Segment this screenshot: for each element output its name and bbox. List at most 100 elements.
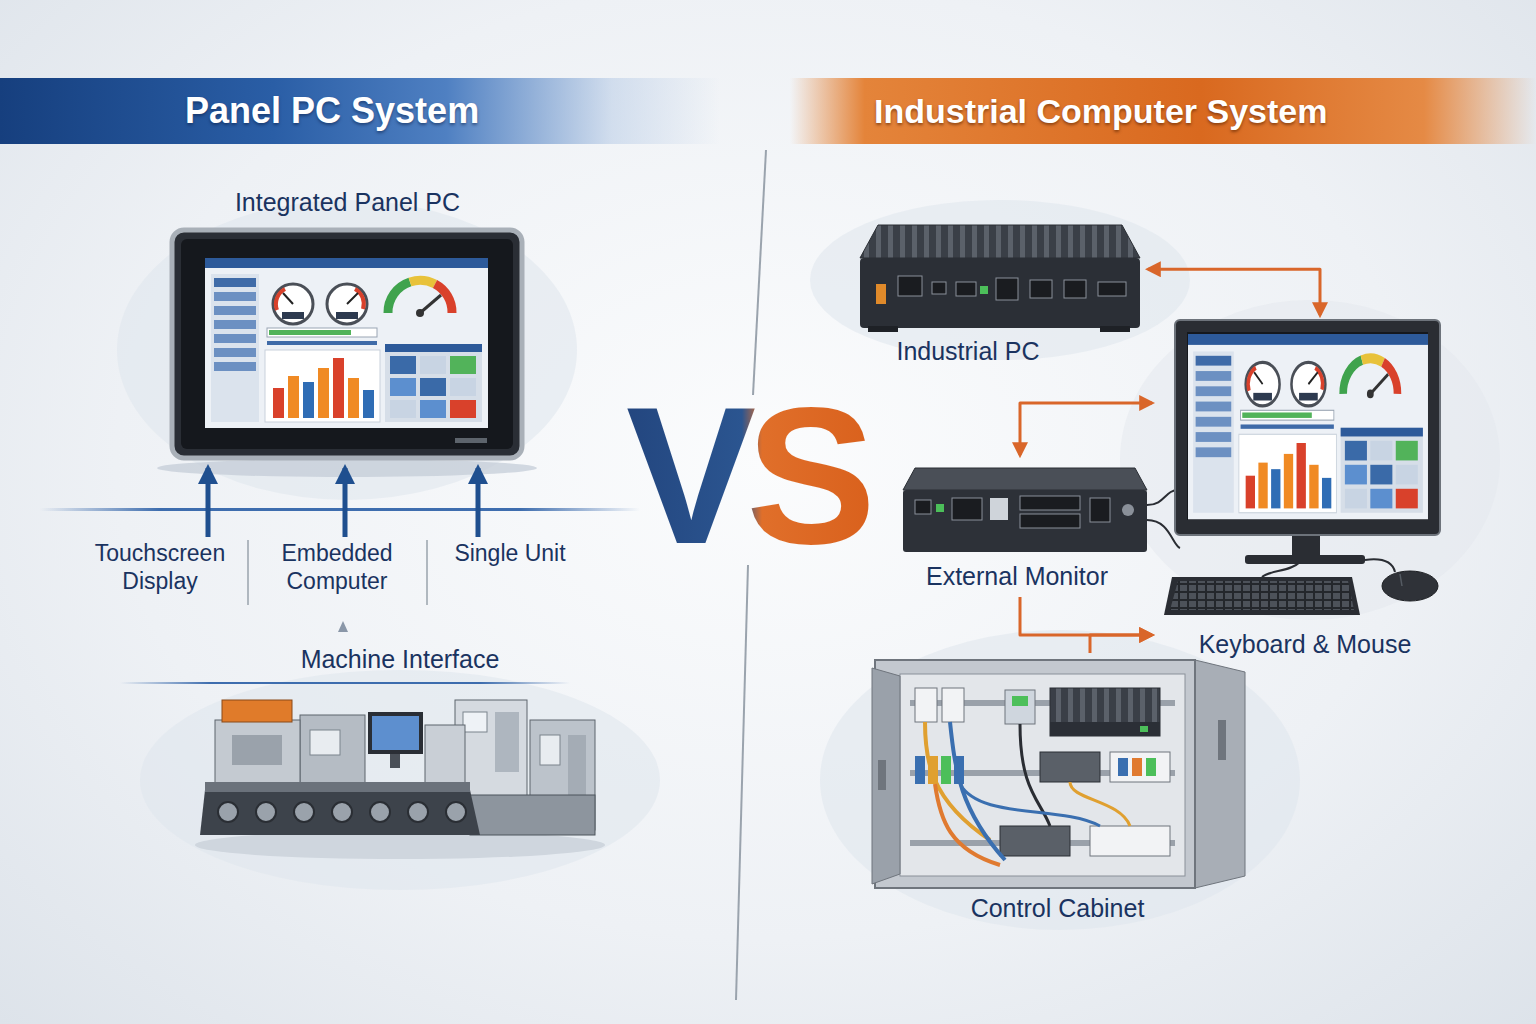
machine-illustration bbox=[470, 795, 595, 835]
machine-illustration bbox=[540, 735, 560, 765]
industrial-pc-illustration bbox=[980, 286, 988, 294]
background-wash bbox=[140, 670, 660, 890]
control-cabinet-illustration bbox=[1195, 660, 1245, 888]
divider-line bbox=[736, 150, 766, 1000]
feature-box: Embedded Computer bbox=[261, 538, 413, 604]
industrial-pc-illustration bbox=[1030, 280, 1052, 298]
control-cabinet-illustration bbox=[1110, 752, 1170, 782]
control-cabinet-illustration bbox=[1005, 690, 1035, 724]
feature-label: Single Unit bbox=[454, 540, 565, 568]
industrial-pc-illustration bbox=[1100, 326, 1130, 332]
divider-line bbox=[753, 150, 766, 395]
panel-pc-illustration bbox=[172, 230, 522, 458]
control-cabinet-illustration bbox=[1040, 752, 1100, 782]
keyboard-mouse-illustration bbox=[1164, 559, 1438, 615]
control-cabinet-illustration bbox=[1070, 782, 1130, 826]
machine-illustration bbox=[463, 712, 487, 732]
device-node: External Monitor bbox=[900, 458, 1150, 595]
machine-illustration bbox=[568, 735, 586, 795]
monitor-illustration bbox=[1292, 535, 1320, 557]
feature-connector-line bbox=[426, 540, 428, 605]
machine-illustration bbox=[215, 720, 300, 790]
control-cabinet-illustration bbox=[1012, 696, 1028, 706]
industrial-pc-illustration bbox=[860, 258, 1140, 328]
connector-arrow bbox=[1148, 269, 1320, 315]
external-box-illustration bbox=[903, 468, 1147, 490]
control-cabinet-illustration bbox=[1218, 720, 1226, 760]
machine-illustration bbox=[368, 712, 423, 754]
external-box-illustration bbox=[1090, 498, 1110, 522]
control-cabinet-illustration bbox=[875, 660, 1195, 888]
connector-arrow bbox=[1090, 635, 1152, 653]
control-cabinet-illustration bbox=[935, 784, 1000, 865]
industrial-pc-illustration bbox=[956, 282, 976, 296]
control-cabinet-illustration bbox=[1050, 722, 1160, 736]
device-node: Control Cabinet bbox=[865, 655, 1250, 927]
machine-illustration bbox=[218, 802, 238, 822]
monitor-illustration bbox=[1175, 320, 1440, 535]
panel-pc-illustration bbox=[205, 258, 488, 428]
monitor-illustration bbox=[1245, 555, 1365, 564]
machine-illustration bbox=[232, 735, 282, 765]
control-cabinet-illustration bbox=[1132, 758, 1142, 776]
external-box-illustration bbox=[903, 468, 1180, 552]
connector-arrow bbox=[1020, 597, 1152, 635]
panel-pc-illustration bbox=[455, 438, 487, 443]
industrial-pc-illustration bbox=[860, 225, 1140, 258]
keyboard-mouse-illustration bbox=[1400, 574, 1402, 586]
machine-illustration bbox=[370, 802, 390, 822]
machine-illustration bbox=[294, 802, 314, 822]
header-band: Panel PC System bbox=[0, 78, 720, 144]
machine-illustration bbox=[300, 715, 365, 790]
machine-illustration bbox=[425, 725, 465, 790]
background-wash bbox=[117, 200, 577, 500]
feature-connector-line bbox=[120, 682, 570, 684]
industrial-pc-illustration bbox=[1098, 282, 1126, 296]
device-node: Machine Interface bbox=[190, 642, 610, 860]
control-cabinet-illustration bbox=[872, 660, 1245, 888]
industrial-pc-illustration bbox=[876, 284, 886, 304]
industrial-pc-illustration bbox=[932, 282, 946, 294]
industrial-pc-illustration bbox=[898, 276, 922, 296]
device-node: Industrial PC bbox=[855, 215, 1145, 370]
keyboard-mouse-illustration bbox=[1382, 571, 1438, 601]
machine-illustration bbox=[408, 802, 428, 822]
control-cabinet-illustration bbox=[1146, 758, 1156, 776]
monitor-illustration bbox=[1188, 334, 1428, 519]
external-box-illustration bbox=[990, 498, 1008, 520]
device-node: Integrated Panel PC bbox=[165, 183, 530, 465]
background-wash bbox=[117, 200, 1500, 930]
monitor-illustration bbox=[1187, 332, 1428, 520]
node-label: External Monitor bbox=[926, 561, 1108, 591]
monitor-illustration bbox=[1175, 320, 1440, 564]
connector-group bbox=[208, 269, 1320, 653]
panel-pc-illustration bbox=[181, 239, 513, 449]
machine-illustration bbox=[205, 782, 470, 792]
machine-illustration bbox=[446, 802, 466, 822]
node-label: Industrial PC bbox=[896, 336, 1039, 366]
node-label: Integrated Panel PC bbox=[235, 187, 460, 217]
control-cabinet-illustration bbox=[915, 756, 925, 784]
node-label: Control Cabinet bbox=[971, 893, 1145, 923]
control-cabinet-illustration bbox=[960, 784, 1100, 826]
keyboard-mouse-illustration bbox=[1164, 577, 1360, 615]
control-cabinet-illustration bbox=[1140, 726, 1148, 732]
external-box-illustration bbox=[915, 500, 931, 514]
machine-illustration bbox=[222, 700, 292, 722]
external-box-illustration bbox=[1020, 496, 1080, 510]
feature-connector-line bbox=[40, 508, 640, 684]
versus-label: VS bbox=[626, 378, 878, 573]
background-wash bbox=[820, 630, 1300, 930]
feature-box: Touchscreen Display bbox=[84, 538, 236, 604]
machine-illustration bbox=[390, 754, 400, 768]
external-box-illustration bbox=[952, 498, 982, 520]
external-box-illustration bbox=[1147, 490, 1178, 505]
background-wash bbox=[810, 200, 1190, 360]
control-cabinet-illustration bbox=[925, 722, 990, 840]
feature-connector-line bbox=[40, 508, 640, 511]
panel-pc-illustration bbox=[157, 230, 537, 477]
header-title: Panel PC System bbox=[185, 89, 479, 132]
external-box-illustration bbox=[903, 490, 1147, 552]
feature-label: Embedded Computer bbox=[266, 540, 408, 595]
machine-illustration bbox=[372, 716, 419, 750]
